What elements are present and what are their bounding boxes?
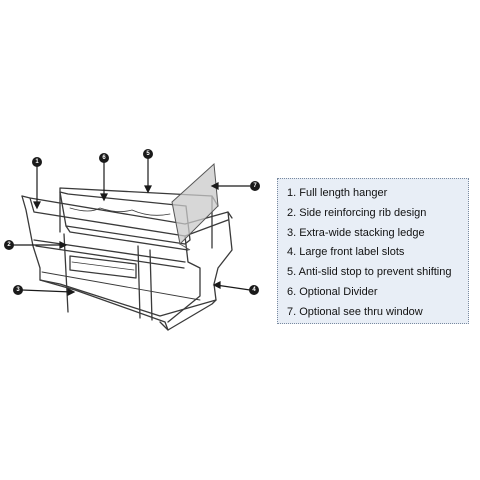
leader-1-arrow <box>33 201 41 210</box>
label-slot <box>69 255 137 279</box>
callout-3-circle <box>13 285 23 295</box>
callout-3: 3 <box>13 285 23 295</box>
callout-4: 4 <box>249 285 259 295</box>
callout-3-number: 3 <box>16 287 20 293</box>
leader-4 <box>215 284 251 291</box>
legend-item-divider: 6. Optional Divider <box>287 285 378 298</box>
callout-4-circle <box>249 285 259 295</box>
callout-markers: 1 2 3 4 5 6 7 <box>4 149 260 295</box>
leader-4-arrow <box>212 281 221 289</box>
bin-left-side <box>21 195 169 331</box>
legend-item-label-slots: 4. Large front label slots <box>287 246 405 259</box>
legend-item-rib-design: 2. Side reinforcing rib design <box>287 206 427 219</box>
divider-base <box>65 225 189 251</box>
feature-legend: 1. Full length hanger 2. Side reinforcin… <box>277 178 469 324</box>
callout-5-number: 5 <box>146 151 150 157</box>
callout-6-circle <box>99 153 109 163</box>
stacking-rib-lines <box>33 239 186 269</box>
leader-6-arrow <box>100 193 108 202</box>
callout-5: 5 <box>143 149 153 159</box>
leader-7-arrow <box>210 182 219 190</box>
side-reinforcing-ribs <box>63 233 153 321</box>
stacking-ledge <box>39 279 217 317</box>
window-base <box>179 243 191 251</box>
leader-5-arrow <box>144 185 152 194</box>
callout-4-number: 4 <box>252 287 256 293</box>
callout-1: 1 <box>32 157 42 167</box>
callout-6-number: 6 <box>102 155 106 161</box>
callout-1-circle <box>32 157 42 167</box>
callout-6: 6 <box>99 153 109 163</box>
divider-ribbing <box>69 207 171 216</box>
legend-item-stacking-ledge: 3. Extra-wide stacking ledge <box>287 226 425 239</box>
callout-7-number: 7 <box>253 183 257 189</box>
callout-2-circle <box>4 240 14 250</box>
leader-2-arrow <box>59 241 68 249</box>
callout-1-number: 1 <box>35 159 39 165</box>
hanger-underside <box>29 197 229 237</box>
callout-5-circle <box>143 149 153 159</box>
optional-divider <box>59 191 191 245</box>
legend-item-anti-slid-stop: 5. Anti-slid stop to prevent shifting <box>287 266 452 279</box>
callout-7-circle <box>250 181 260 191</box>
callout-2: 2 <box>4 240 14 250</box>
bin-front-edge <box>167 235 201 323</box>
callout-leaders <box>13 158 251 296</box>
ledge-detail-line <box>41 271 201 301</box>
legend-item-hanger: 1. Full length hanger <box>287 187 388 199</box>
callout-7: 7 <box>250 181 260 191</box>
bin-right-side <box>159 211 233 331</box>
callout-2-number: 2 <box>7 242 11 248</box>
leader-3 <box>21 289 73 293</box>
label-slot-inner <box>71 261 135 271</box>
legend-item-window: 7. Optional see thru window <box>287 305 423 318</box>
see-thru-window <box>171 162 219 246</box>
leader-3-arrow <box>67 288 76 296</box>
